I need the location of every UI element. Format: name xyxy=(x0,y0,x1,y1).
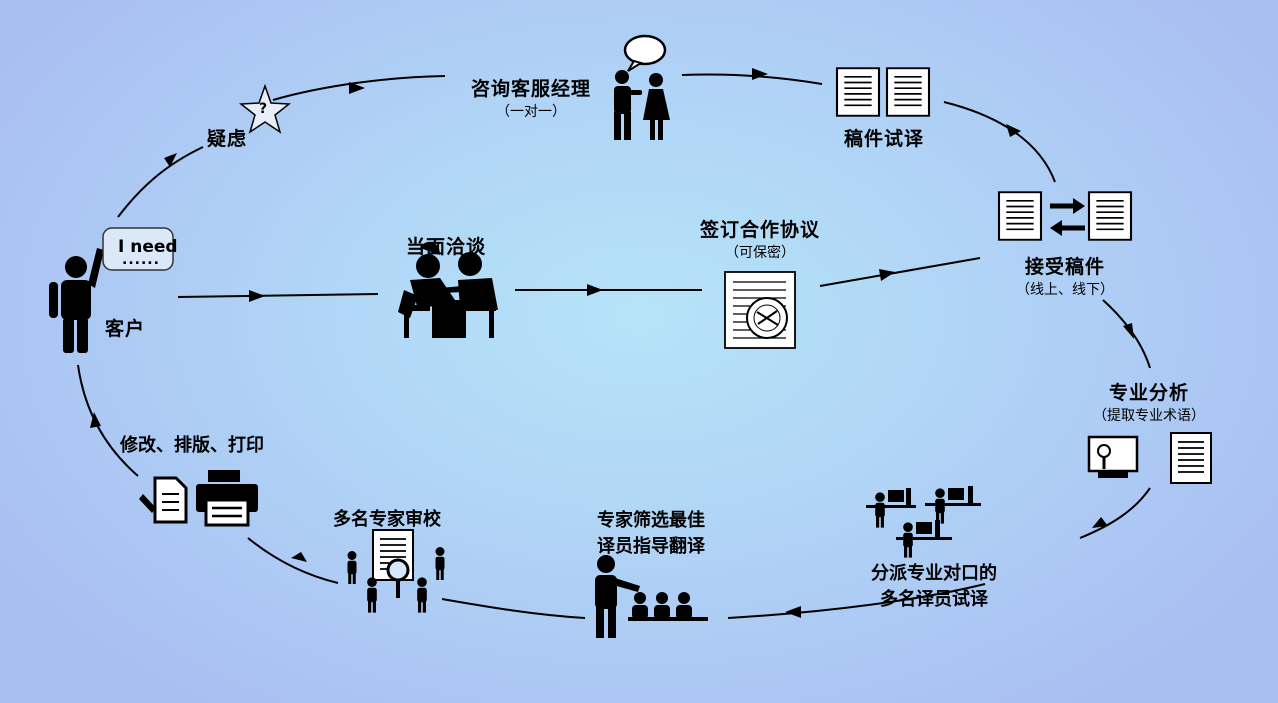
analysis-title: 专业分析 xyxy=(1108,382,1189,404)
contract-document-icon xyxy=(724,271,796,349)
sign-title: 签订合作协议 xyxy=(699,219,821,241)
analysis-label: 专业分析 （提取专业术语） xyxy=(1093,378,1205,425)
customer-figure-icon xyxy=(49,248,104,353)
assign-line2: 多名译员试译 xyxy=(880,589,988,610)
i-need-dots: ...... xyxy=(122,252,160,268)
analysis-document-icon xyxy=(1170,432,1212,484)
select-line2: 译员指导翻译 xyxy=(597,536,705,557)
finalize-label: 修改、排版、打印 xyxy=(120,435,264,456)
arrowheads xyxy=(90,68,1134,618)
customer-label: 客户 xyxy=(105,318,146,340)
consult-label: 咨询客服经理 （一对一） xyxy=(471,74,591,121)
edit-document-icon xyxy=(139,476,188,524)
doubt-label: 疑虑 xyxy=(207,128,248,150)
question-mark-text: ? xyxy=(259,101,268,117)
receive-title: 接受稿件 xyxy=(1024,256,1105,278)
receive-subtitle: （线上、线下） xyxy=(1016,282,1114,298)
meeting-icon xyxy=(398,241,498,338)
select-line1: 专家筛选最佳 xyxy=(597,510,705,531)
printer-icon xyxy=(196,470,258,527)
analysis-monitor-icon xyxy=(1087,435,1139,478)
consult-subtitle: （一对一） xyxy=(495,104,566,120)
assign-line1: 分派专业对口的 xyxy=(871,563,997,584)
receive-documents-icon xyxy=(997,191,1133,241)
analysis-subtitle: （提取专业术语） xyxy=(1093,408,1205,424)
review-label: 多名专家审校 xyxy=(333,509,441,530)
expert-teaching-icon xyxy=(595,555,708,638)
i-need-bubble-icon xyxy=(102,227,174,271)
consult-title: 咨询客服经理 xyxy=(470,78,592,100)
assign-label: 分派专业对口的 多名译员试译 xyxy=(871,559,997,611)
translators-workstation-icon xyxy=(866,486,981,558)
trial-label: 稿件试译 xyxy=(843,128,925,150)
i-need-text: I need xyxy=(118,237,178,257)
select-label: 专家筛选最佳 译员指导翻译 xyxy=(597,506,705,558)
trial-documents-icon xyxy=(835,67,931,117)
sign-subtitle: （可保密） xyxy=(724,245,795,261)
expert-review-icon xyxy=(347,529,445,613)
sign-label: 签订合作协议 （可保密） xyxy=(700,215,820,262)
meet-label: 当面洽谈 xyxy=(405,236,487,258)
consult-conversation-icon xyxy=(614,34,670,140)
question-star-icon xyxy=(238,83,292,134)
receive-label: 接受稿件 （线上、线下） xyxy=(1016,252,1114,299)
